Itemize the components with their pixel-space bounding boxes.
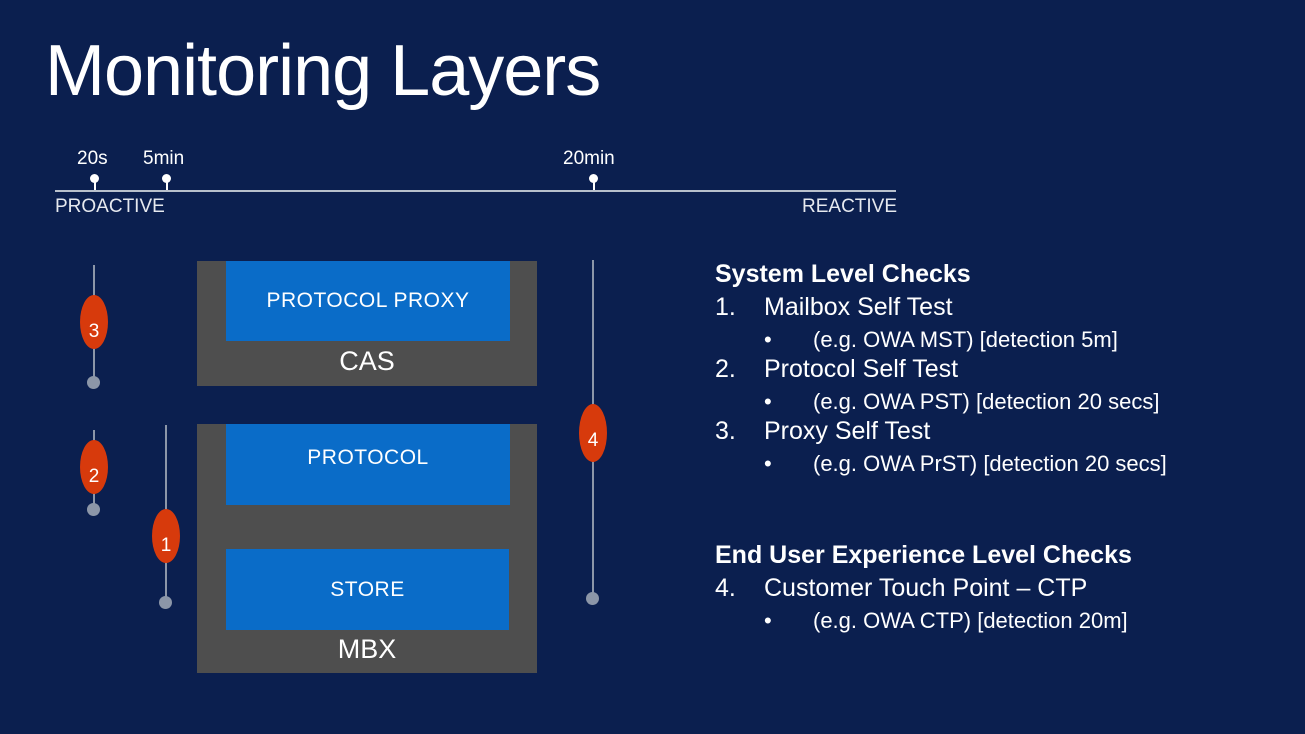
- system-item-3-detail: • (e.g. OWA PrST) [detection 20 secs]: [764, 451, 1167, 477]
- timeline-end-label: REACTIVE: [802, 196, 898, 217]
- user-item-4-num: 4.: [715, 574, 736, 602]
- mbx-label: MBX: [337, 634, 397, 664]
- system-item-1-num: 1.: [715, 293, 736, 321]
- timeline-dot-5min: [162, 174, 171, 183]
- system-item-3: 3. Proxy Self Test: [715, 417, 930, 446]
- system-item-3-detail-text: (e.g. OWA PrST) [detection 20 secs]: [813, 451, 1167, 476]
- system-item-3-num: 3.: [715, 417, 736, 445]
- system-item-2: 2. Protocol Self Test: [715, 355, 958, 384]
- cas-label: CAS: [339, 346, 395, 376]
- system-item-2-detail-text: (e.g. OWA PST) [detection 20 secs]: [813, 389, 1160, 414]
- user-checks-heading: End User Experience Level Checks: [715, 541, 1132, 569]
- marker-1-buoy: 1: [152, 509, 180, 563]
- timeline-start-label: PROACTIVE: [55, 196, 165, 217]
- marker-1-endcap: [159, 596, 172, 609]
- protocol-box-label: PROTOCOL: [307, 446, 429, 469]
- protocol-proxy-box: PROTOCOL PROXY: [226, 261, 510, 341]
- marker-2-endcap: [87, 503, 100, 516]
- marker-4-buoy: 4: [579, 404, 607, 462]
- system-item-3-label: Proxy Self Test: [764, 417, 931, 445]
- bullet: •: [764, 389, 772, 414]
- marker-2-label: 2: [88, 466, 100, 487]
- marker-4-endcap: [586, 592, 599, 605]
- timeline-dot-20min: [589, 174, 598, 183]
- bullet: •: [764, 451, 772, 476]
- system-item-2-detail: • (e.g. OWA PST) [detection 20 secs]: [764, 389, 1159, 415]
- system-item-1-detail-text: (e.g. OWA MST) [detection 5m]: [813, 327, 1118, 352]
- bullet: •: [764, 327, 772, 352]
- marker-3-buoy: 3: [80, 295, 108, 349]
- system-checks-heading: System Level Checks: [715, 260, 971, 288]
- timeline-marker-20min: 20min: [563, 148, 615, 169]
- marker-4-label: 4: [587, 430, 599, 451]
- system-item-1-label: Mailbox Self Test: [764, 293, 953, 321]
- store-box: STORE: [226, 549, 509, 630]
- timeline-axis: [55, 190, 896, 192]
- system-item-1-detail: • (e.g. OWA MST) [detection 5m]: [764, 327, 1118, 353]
- user-item-4-detail-text: (e.g. OWA CTP) [detection 20m]: [813, 608, 1128, 633]
- marker-1-label: 1: [160, 535, 172, 556]
- marker-3-label: 3: [88, 321, 100, 342]
- bullet: •: [764, 608, 772, 633]
- timeline-marker-5min: 5min: [143, 148, 185, 169]
- system-item-1: 1. Mailbox Self Test: [715, 293, 953, 322]
- timeline-dot-20s: [90, 174, 99, 183]
- timeline-tick-5min: [165, 180, 168, 190]
- marker-3-endcap: [87, 376, 100, 389]
- user-item-4: 4. Customer Touch Point – CTP: [715, 574, 1087, 603]
- timeline-tick-20s: [93, 180, 96, 190]
- user-item-4-label: Customer Touch Point – CTP: [764, 574, 1088, 602]
- marker-2-buoy: 2: [80, 440, 108, 494]
- page-title: Monitoring Layers: [45, 31, 601, 111]
- system-item-2-label: Protocol Self Test: [764, 355, 959, 383]
- timeline-marker-20s: 20s: [77, 148, 108, 169]
- timeline-tick-20min: [592, 180, 595, 190]
- system-item-2-num: 2.: [715, 355, 736, 383]
- user-item-4-detail: • (e.g. OWA CTP) [detection 20m]: [764, 608, 1128, 634]
- protocol-box: PROTOCOL: [226, 424, 510, 505]
